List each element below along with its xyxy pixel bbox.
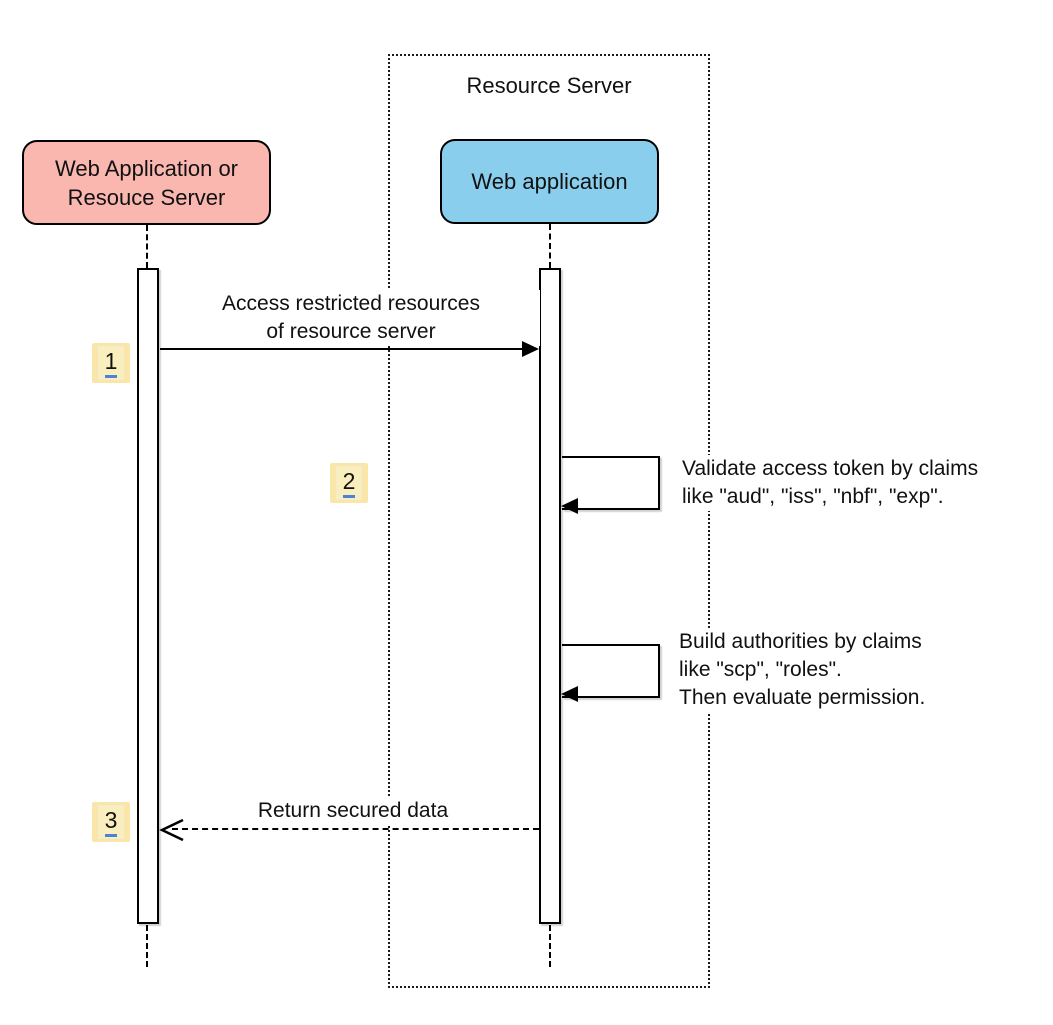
self-loop-1 xyxy=(562,456,660,510)
step-badge-2-frame: 2 xyxy=(335,466,363,500)
self-loop-2-label: Build authorities by claims like "scp", … xyxy=(676,628,929,712)
message-1-line xyxy=(160,348,524,350)
return-message-label: Return secured data xyxy=(230,797,476,825)
actor-server-label: Web application xyxy=(471,169,628,194)
message-1-label: Access restricted resources of resource … xyxy=(162,290,540,346)
step-badge-2-number: 2 xyxy=(342,469,356,498)
client-activation-bar xyxy=(137,268,159,924)
return-message-open-arrowhead-icon xyxy=(159,818,184,842)
step-badge-3[interactable]: 3 xyxy=(92,802,130,842)
server-activation-bar xyxy=(539,268,561,924)
step-badge-3-number: 3 xyxy=(104,808,118,837)
step-badge-1[interactable]: 1 xyxy=(92,343,130,383)
self-loop-2-arrowhead-icon xyxy=(561,686,578,702)
actor-client-label: Web Application or Resouce Server xyxy=(54,155,239,210)
self-loop-1-arrowhead-icon xyxy=(561,498,578,514)
step-badge-2[interactable]: 2 xyxy=(330,463,368,503)
server-lifeline-top xyxy=(549,224,551,268)
step-badge-1-frame: 1 xyxy=(97,346,125,380)
step-badge-1-number: 1 xyxy=(104,349,118,378)
return-message-line xyxy=(172,828,539,830)
message-1-arrowhead-icon xyxy=(522,341,539,357)
step-badge-3-frame: 3 xyxy=(97,805,125,839)
actor-client-box: Web Application or Resouce Server xyxy=(22,140,271,225)
self-loop-2 xyxy=(562,644,660,698)
resource-server-boundary-title: Resource Server xyxy=(466,73,632,98)
server-lifeline-bottom xyxy=(549,925,551,967)
client-lifeline-top xyxy=(146,225,148,268)
client-lifeline-bottom xyxy=(146,925,148,967)
self-loop-1-label: Validate access token by claims like "au… xyxy=(679,455,982,511)
resource-server-boundary xyxy=(388,54,710,988)
actor-server-box: Web application xyxy=(440,139,659,224)
